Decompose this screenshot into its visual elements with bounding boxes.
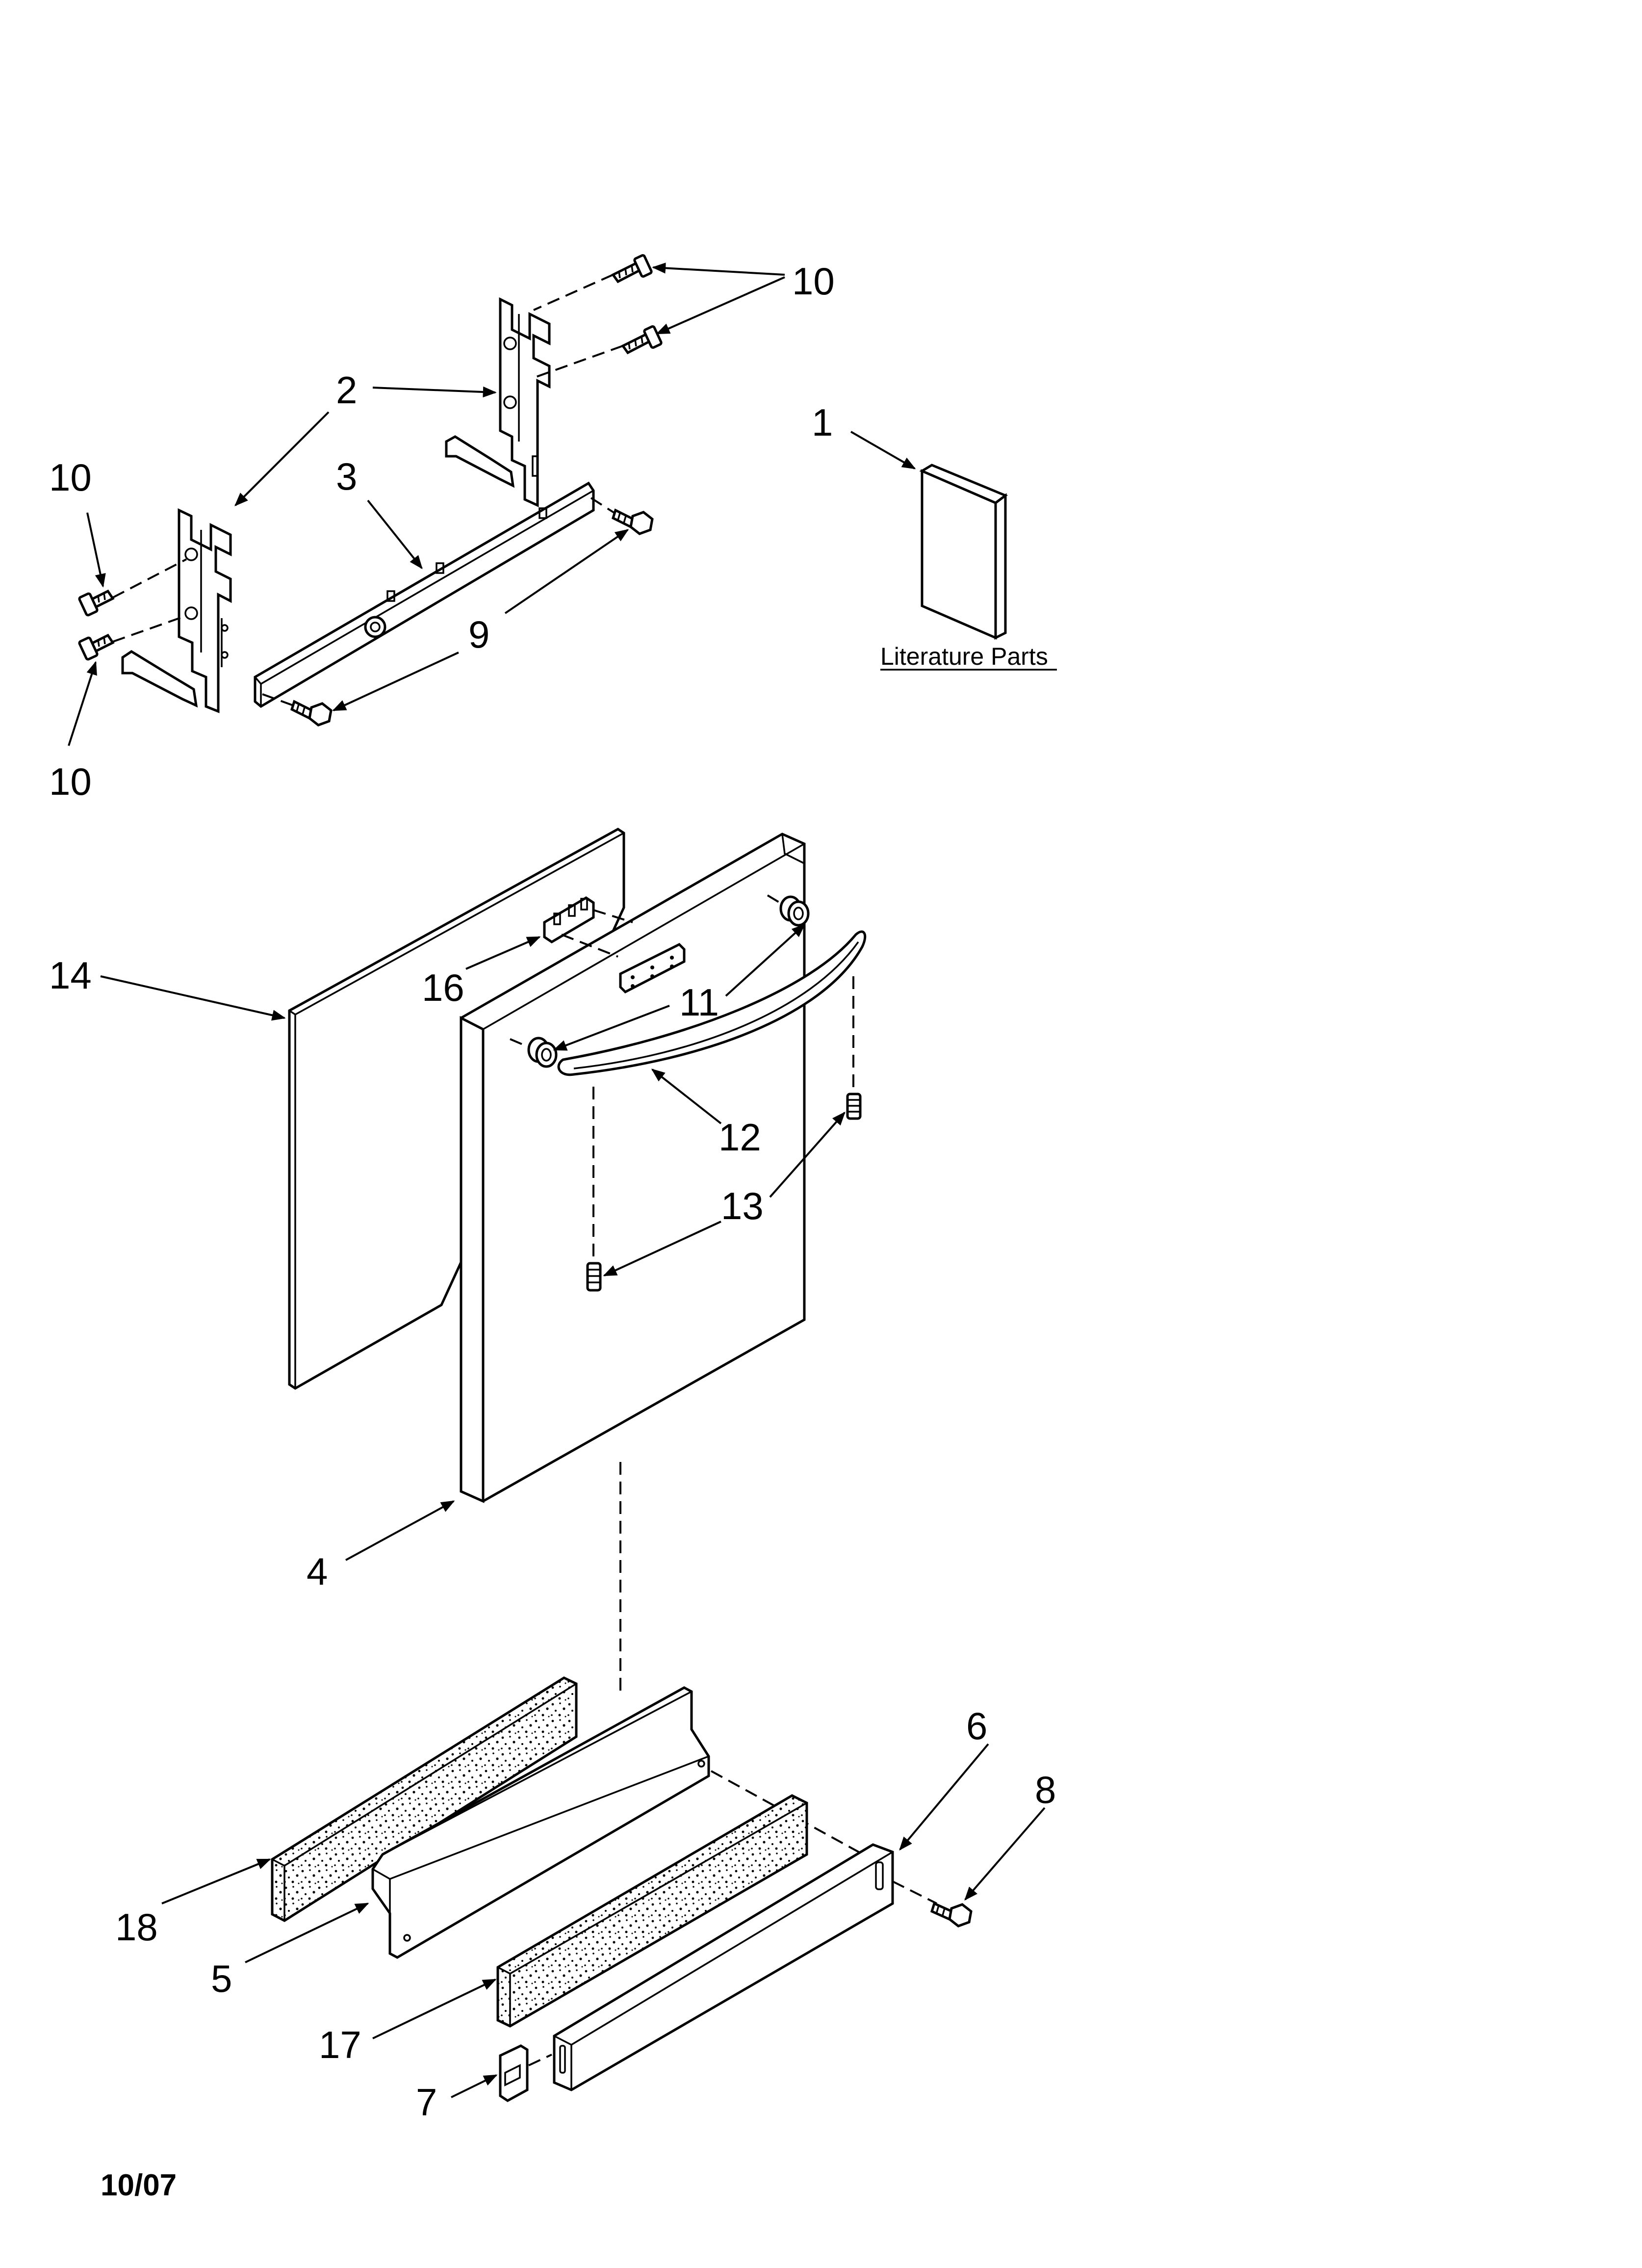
callout-9: 9	[468, 613, 489, 656]
callout-4: 4	[307, 1550, 328, 1593]
callout-10-left-lower: 10	[49, 760, 92, 803]
toe-kick-insulation-rear	[271, 1676, 578, 1922]
set-screw-left	[586, 1262, 602, 1292]
handle-stud-lower	[527, 1037, 558, 1068]
callout-16: 16	[422, 966, 464, 1009]
callout-10-left-upper: 10	[49, 456, 92, 499]
callout-10-top: 10	[792, 260, 835, 303]
left-mounting-bracket	[121, 508, 232, 713]
toe-kick-screw	[930, 1902, 973, 1928]
callout-7: 7	[416, 2081, 437, 2124]
screw-10-left-2	[78, 633, 115, 661]
toe-kick-clip	[499, 2044, 529, 2102]
screw-10-left-1	[78, 589, 115, 617]
screw-9-left	[290, 700, 333, 727]
callout-1: 1	[812, 401, 833, 444]
door-handle	[557, 930, 867, 1076]
screw-10-top-2	[621, 325, 663, 355]
callout-12: 12	[718, 1116, 761, 1159]
date-code: 10/07	[101, 2168, 177, 2202]
callout-11: 11	[679, 981, 719, 1024]
toe-kick-front-panel	[553, 1843, 894, 2091]
toe-kick-panel	[371, 1686, 710, 1959]
screw-10-top-1	[611, 254, 653, 284]
hinge-plate	[543, 896, 595, 943]
callout-6: 6	[966, 1704, 987, 1747]
callout-2: 2	[336, 368, 357, 412]
outer-door-panel	[460, 833, 806, 1503]
callout-8: 8	[1035, 1768, 1056, 1811]
callout-3: 3	[336, 455, 357, 498]
callout-5: 5	[211, 1957, 232, 2000]
door-hinge-detail	[619, 942, 686, 994]
callout-18: 18	[115, 1905, 158, 1949]
mounting-channel	[254, 481, 595, 708]
callout-13: 13	[721, 1184, 764, 1227]
literature-booklet	[919, 464, 1008, 640]
set-screw-right	[846, 1093, 862, 1120]
callout-17: 17	[319, 2023, 361, 2066]
screw-9-right	[611, 508, 654, 535]
toe-kick-insulation-front	[496, 1794, 808, 2028]
callout-14: 14	[49, 954, 92, 997]
literature-parts-label: Literature Parts	[880, 643, 1048, 670]
right-mounting-bracket	[445, 297, 551, 507]
handle-stud-upper	[779, 895, 810, 927]
door-back-panel	[288, 828, 625, 1390]
